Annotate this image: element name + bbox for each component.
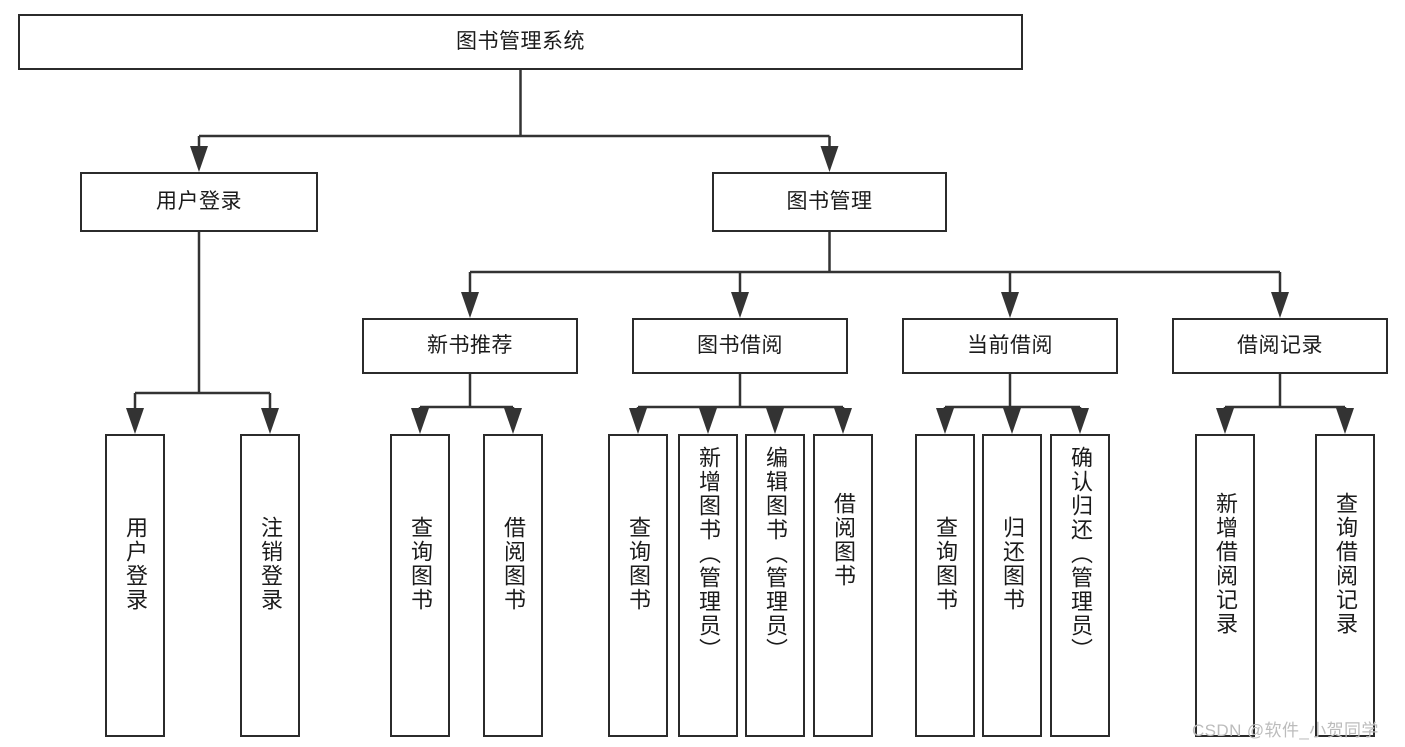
arrowhead-book-management: [820, 146, 839, 172]
node-new-book-recommend[interactable]: 新书推荐: [362, 318, 578, 374]
node-label: 图书借阅: [697, 334, 783, 358]
arrowhead-leaf-query-book-recommend: [411, 408, 429, 434]
node-leaf-borrow-book-recommend[interactable]: 借阅图书: [483, 434, 543, 737]
node-leaf-edit-book[interactable]: 编辑图书（管理员）: [745, 434, 805, 737]
arrowhead-leaf-query-book-current: [936, 408, 954, 434]
arrowhead-current-borrow: [1001, 292, 1019, 318]
arrowhead-user-login: [190, 146, 208, 172]
arrowhead-new-book-recommend: [461, 292, 479, 318]
node-leaf-confirm-return[interactable]: 确认归还（管理员）: [1050, 434, 1110, 737]
arrowhead-book-borrow: [731, 292, 749, 318]
node-leaf-add-book[interactable]: 新增图书（管理员）: [678, 434, 738, 737]
node-leaf-borrow-book[interactable]: 借阅图书: [813, 434, 873, 737]
node-leaf-logout-login[interactable]: 注销登录: [240, 434, 300, 737]
node-user-login[interactable]: 用户登录: [80, 172, 318, 232]
node-label: 确认归还（管理员）: [1068, 446, 1093, 662]
arrowhead-leaf-borrow-book: [834, 408, 852, 434]
node-leaf-query-book-recommend[interactable]: 查询图书: [390, 434, 450, 737]
node-leaf-query-borrow-record[interactable]: 查询借阅记录: [1315, 434, 1375, 737]
watermark-label: CSDN @软件_小贺同学: [1192, 721, 1379, 740]
node-leaf-add-borrow-record[interactable]: 新增借阅记录: [1195, 434, 1255, 737]
node-book-borrow[interactable]: 图书借阅: [632, 318, 848, 374]
node-label: 当前借阅: [967, 334, 1053, 358]
node-label: 查询图书: [626, 516, 651, 612]
arrowhead-leaf-add-book: [699, 408, 717, 434]
node-label: 借阅记录: [1237, 334, 1323, 358]
node-leaf-user-login[interactable]: 用户登录: [105, 434, 165, 737]
node-label: 图书管理: [786, 190, 873, 214]
arrowhead-leaf-user-login: [126, 408, 144, 434]
node-label: 借阅图书: [831, 492, 856, 588]
arrowhead-leaf-query-borrow-record: [1336, 408, 1354, 434]
node-root[interactable]: 图书管理系统: [18, 14, 1023, 70]
node-label: 借阅图书: [501, 516, 526, 612]
node-label: 注销登录: [258, 516, 283, 612]
node-label: 用户登录: [156, 190, 242, 214]
node-leaf-return-book[interactable]: 归还图书: [982, 434, 1042, 737]
node-label: 归还图书: [1000, 516, 1025, 612]
node-label: 新书推荐: [427, 334, 513, 358]
arrowhead-leaf-return-book: [1003, 408, 1021, 434]
node-label: 新增图书（管理员）: [696, 446, 721, 662]
arrowhead-leaf-query-book-borrow: [629, 408, 647, 434]
node-label: 用户登录: [123, 516, 148, 612]
arrowhead-leaf-confirm-return: [1071, 408, 1089, 434]
node-leaf-query-book-current[interactable]: 查询图书: [915, 434, 975, 737]
arrowhead-leaf-add-borrow-record: [1216, 408, 1234, 434]
node-leaf-query-book-borrow[interactable]: 查询图书: [608, 434, 668, 737]
node-label: 查询借阅记录: [1333, 492, 1358, 636]
arrowhead-leaf-edit-book: [766, 408, 784, 434]
node-label: 查询图书: [408, 516, 433, 612]
node-label: 新增借阅记录: [1213, 492, 1238, 636]
node-borrow-record[interactable]: 借阅记录: [1172, 318, 1388, 374]
node-label: 查询图书: [933, 516, 958, 612]
arrowhead-borrow-record: [1271, 292, 1289, 318]
node-book-management[interactable]: 图书管理: [712, 172, 947, 232]
node-label: 图书管理系统: [456, 30, 585, 54]
node-current-borrow[interactable]: 当前借阅: [902, 318, 1118, 374]
node-label: 编辑图书（管理员）: [763, 446, 788, 662]
arrowhead-leaf-logout-login: [261, 408, 279, 434]
arrowhead-leaf-borrow-book-recommend: [504, 408, 522, 434]
